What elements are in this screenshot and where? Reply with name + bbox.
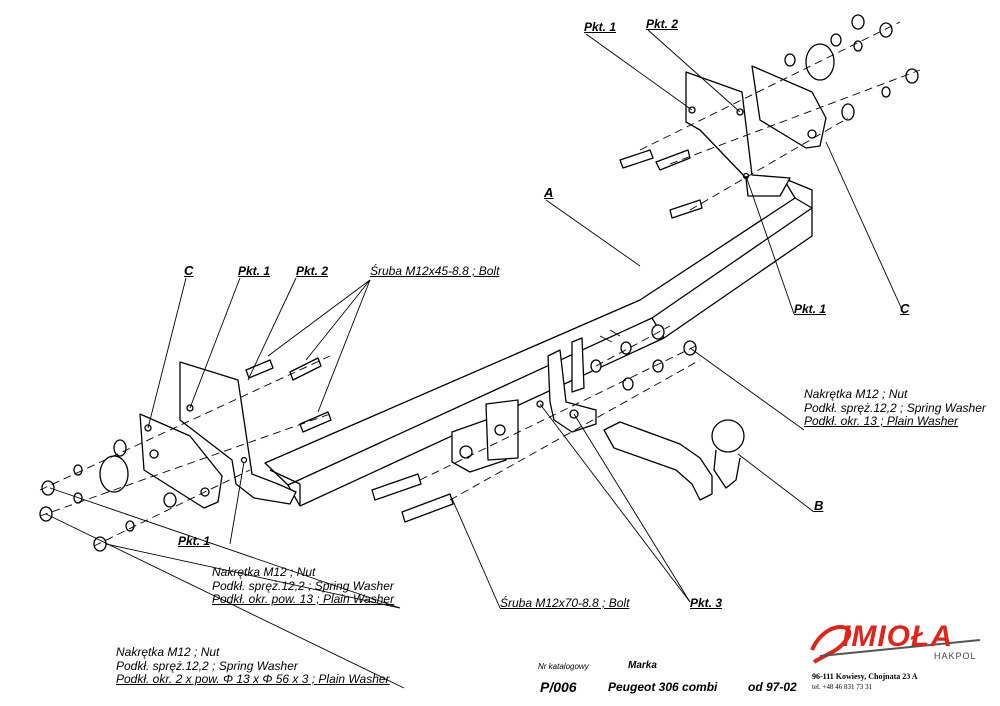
company-phone: tel. +48 46 831 73 31 bbox=[812, 683, 872, 691]
since-date: od 97-02 bbox=[748, 680, 797, 694]
label-bolt-m12x70: Śruba M12x70-8.8 ; Bolt bbox=[500, 596, 630, 610]
company-logo-sub: HAKPOL bbox=[934, 651, 977, 661]
ball-hitch-b bbox=[603, 419, 745, 501]
catalog-number: P/006 bbox=[540, 679, 577, 695]
company-address: 96-111 Kowiesy, Chojnata 23 A bbox=[812, 672, 918, 681]
central-plate bbox=[451, 337, 597, 473]
label-c-right: C bbox=[900, 301, 910, 316]
brand-label: Marka bbox=[628, 660, 657, 671]
hardware-block-right: Nakrętka M12 ; Nut Podkł. spręż.12,2 ; S… bbox=[804, 387, 986, 428]
label-pkt2-top: Pkt. 2 bbox=[646, 17, 679, 31]
hardware bbox=[39, 14, 919, 552]
hardware-block-middle: Nakrętka M12 ; Nut Podkł. spręż.12,2 ; S… bbox=[212, 565, 395, 606]
company-logo: IMIOŁA bbox=[842, 620, 953, 653]
label-pkt1-left: Pkt. 1 bbox=[238, 264, 271, 278]
hardware-block-bottom: Nakrętka M12 ; Nut Podkł. spręż.12,2 ; S… bbox=[116, 645, 390, 686]
label-c-left: C bbox=[184, 263, 194, 278]
label-a: A bbox=[544, 185, 554, 200]
label-pkt1-right: Pkt. 1 bbox=[794, 302, 827, 316]
label-pkt1-bottom: Pkt. 1 bbox=[178, 534, 211, 548]
label-pkt2-left: Pkt. 2 bbox=[296, 264, 329, 278]
catalog-label: Nr katalogowy bbox=[538, 662, 589, 671]
model-name: Peugeot 306 combi bbox=[608, 680, 718, 694]
assembly-lines bbox=[39, 21, 921, 547]
right-bracket bbox=[685, 65, 827, 197]
bolts bbox=[245, 149, 703, 523]
label-bolt-m12x45: Śruba M12x45-8.8 ; Bolt bbox=[370, 264, 500, 278]
label-pkt3: Pkt. 3 bbox=[690, 596, 723, 610]
crossbar-a bbox=[264, 177, 813, 507]
left-bracket bbox=[139, 361, 297, 509]
label-pkt1-top: Pkt. 1 bbox=[584, 20, 617, 34]
label-b: B bbox=[814, 498, 824, 513]
leader-lines bbox=[45, 29, 905, 689]
